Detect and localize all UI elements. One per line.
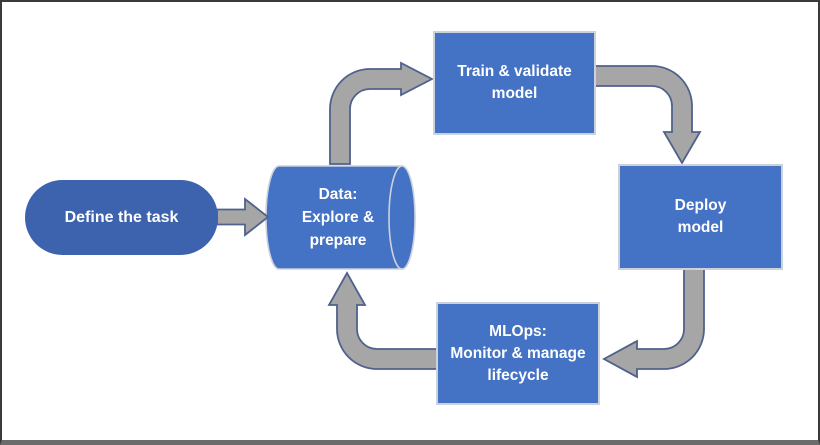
flow-arrows-layer	[203, 61, 705, 379]
arrow-train-to-deploy	[594, 65, 702, 165]
node-data-label-line: Data:	[318, 186, 358, 203]
node-deploy-model: Deploy model	[618, 164, 783, 270]
node-train-validate-model: Train & validate model	[433, 31, 596, 135]
arrow-deploy-to-mlops	[602, 268, 705, 379]
node-data-explore-prepare: Data: Explore & prepare	[282, 166, 394, 269]
arrow-mlops-to-data	[327, 271, 438, 370]
node-train-label-line: model	[491, 85, 538, 102]
node-mlops-monitor-manage: MLOps: Monitor & manage lifecycle	[436, 302, 600, 405]
node-mlops-label-line: lifecycle	[487, 366, 549, 384]
node-define-task: Define the task	[25, 180, 218, 255]
node-deploy-label-line: Deploy	[674, 197, 727, 214]
arrow-data-to-train	[329, 61, 434, 165]
cylinder-seam	[388, 165, 403, 270]
node-data-label-line: prepare	[309, 232, 367, 249]
node-mlops-label-line: Monitor & manage	[450, 344, 586, 362]
node-mlops-label-line: MLOps:	[489, 322, 547, 340]
node-data-label-line: Explore &	[301, 209, 375, 226]
node-define-task-label: Define the task	[64, 208, 179, 226]
arrow-define-to-data	[216, 197, 270, 237]
node-deploy-label-line: model	[677, 219, 724, 236]
node-train-label-line: Train & validate	[457, 63, 572, 80]
